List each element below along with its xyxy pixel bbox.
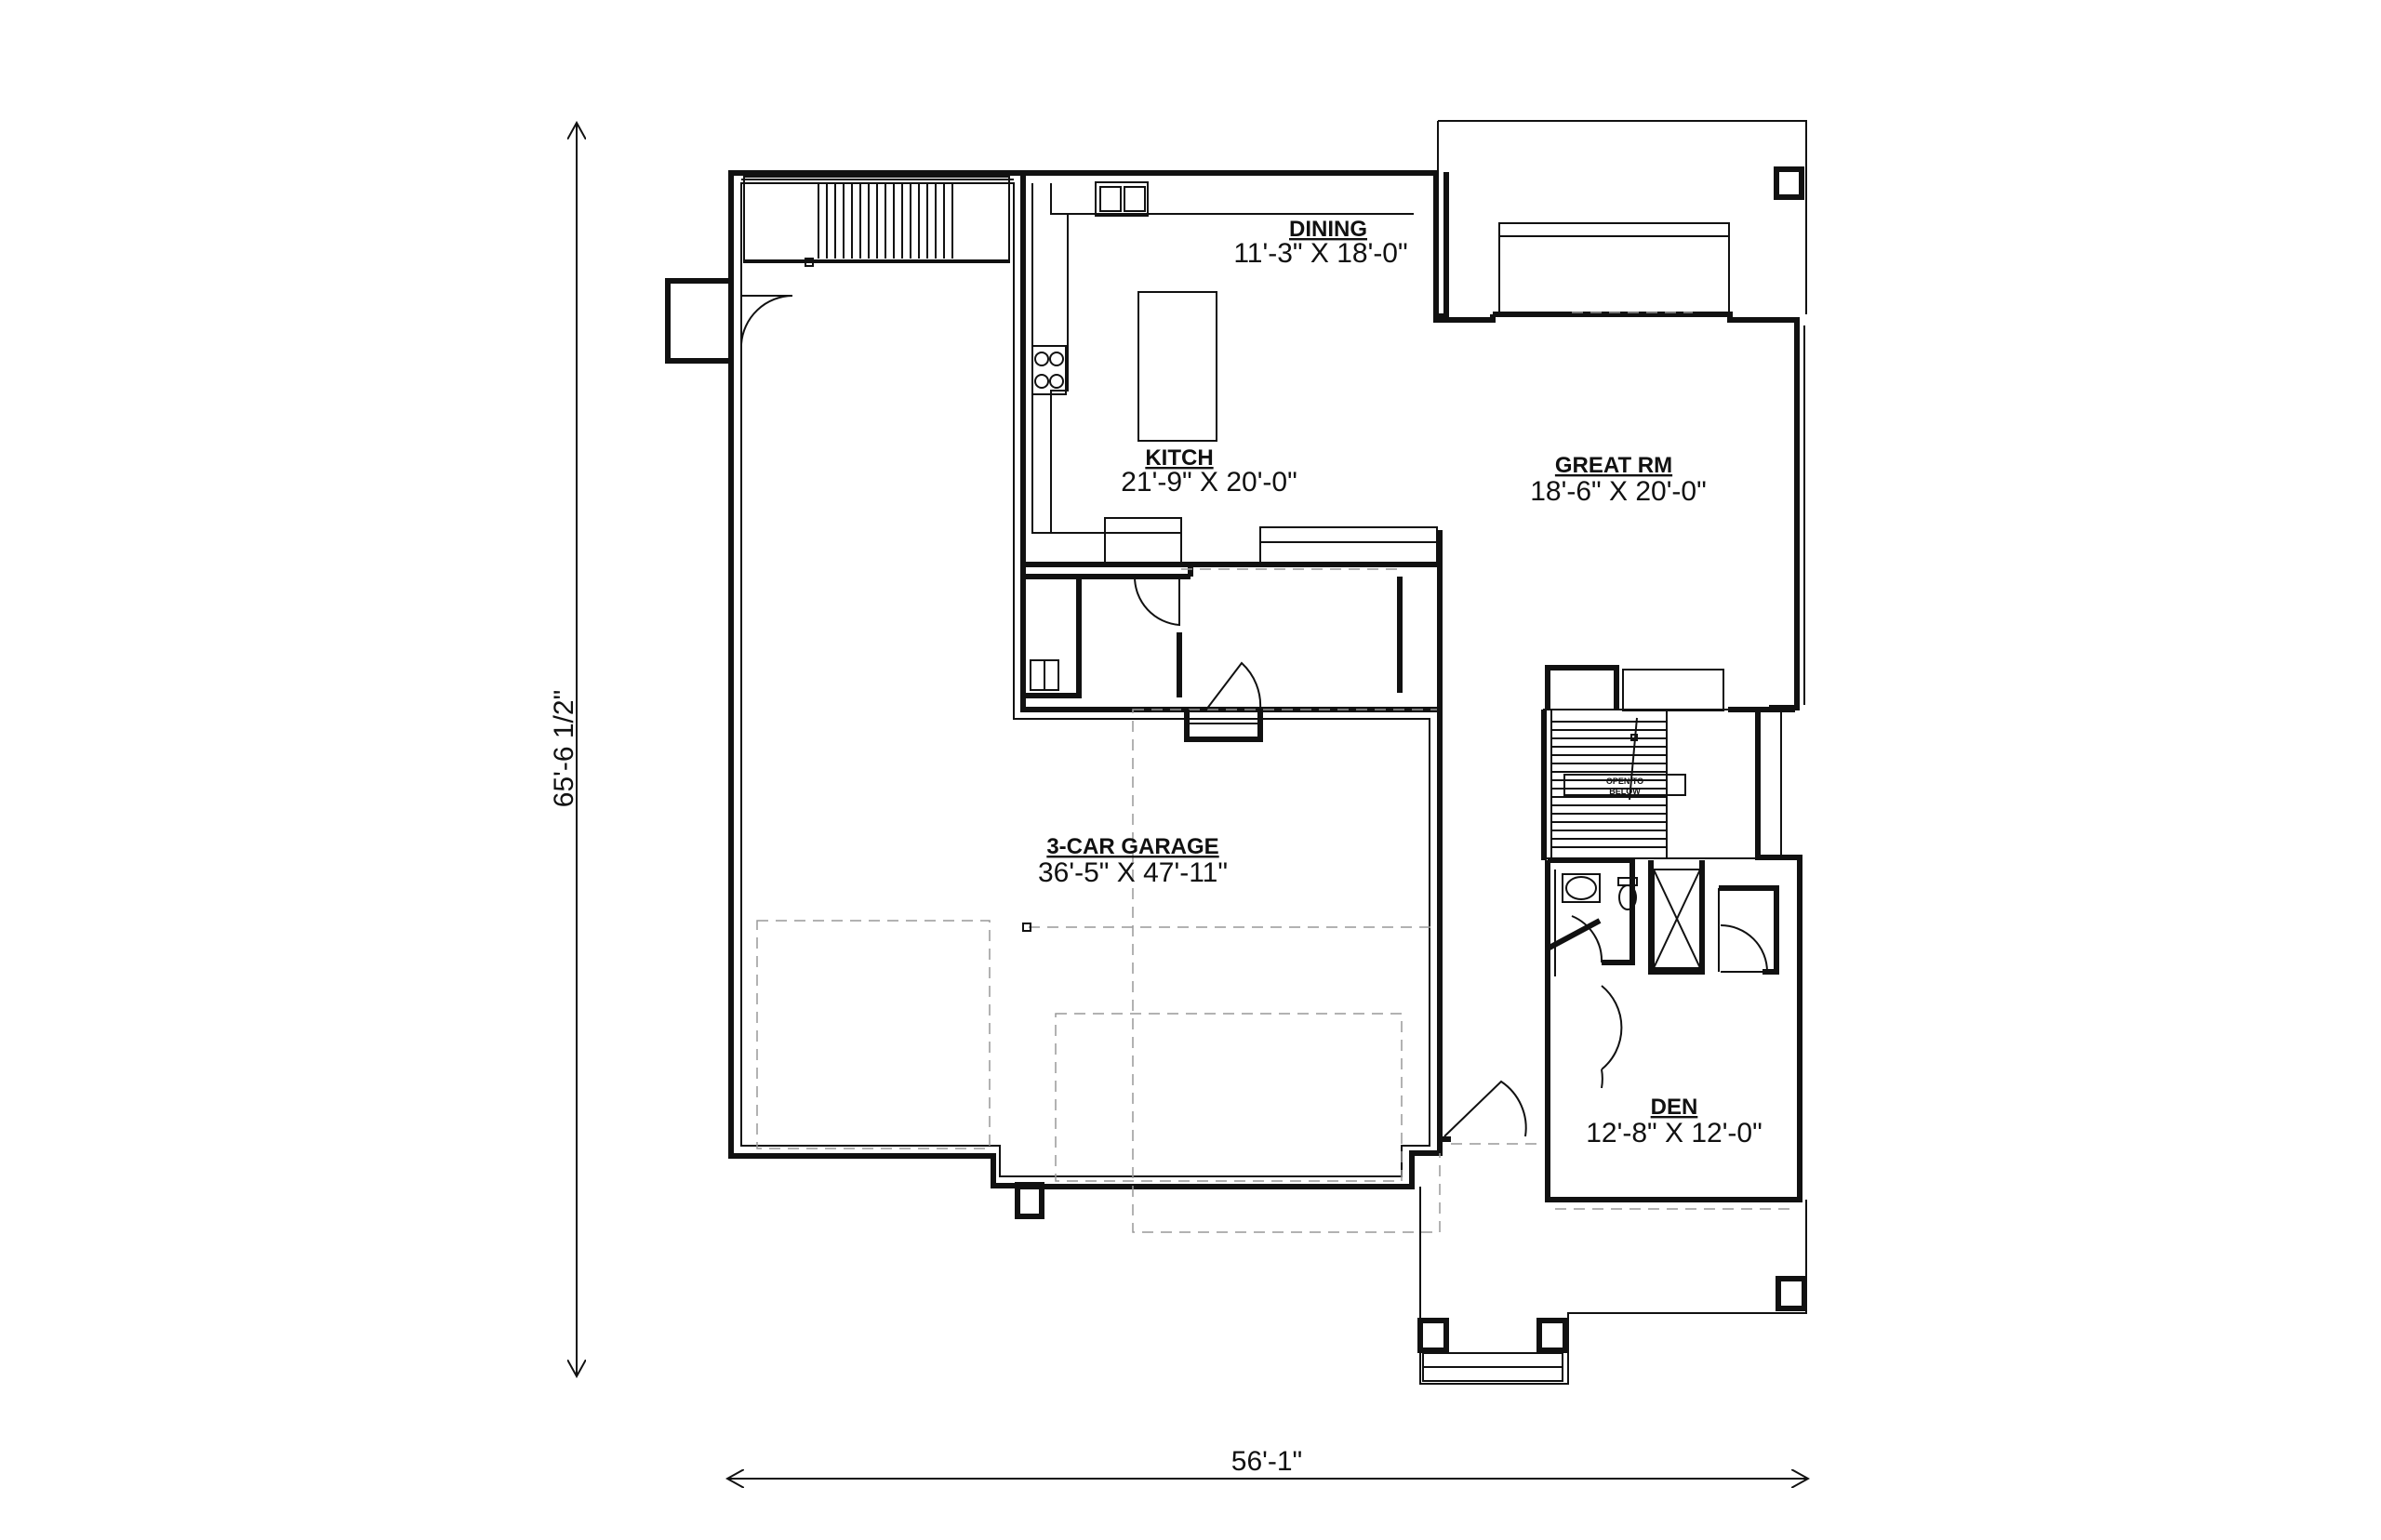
pantry-door — [1133, 576, 1180, 627]
great-room-walls — [1433, 120, 1807, 712]
kitchen-size: 21'-9" X 20'-0" — [1121, 467, 1297, 498]
garage-side-stoop — [665, 278, 731, 364]
garage-stair — [743, 176, 1010, 267]
patio-fireplace — [1498, 222, 1730, 315]
stair-note-line1: OPEN TO — [1606, 777, 1643, 786]
kitchen-counters — [1031, 181, 1438, 570]
garage-size: 36'-5" X 47'-11" — [1038, 857, 1228, 888]
porch-post — [1417, 1318, 1449, 1353]
open-to-below-note — [1563, 774, 1686, 796]
kitchen-counter-south — [1104, 517, 1182, 565]
great-room-name: GREAT RM — [1555, 453, 1672, 478]
stair-bench — [1545, 665, 1619, 710]
dining-name: DINING — [1289, 217, 1367, 242]
dining-size: 11'-3" X 18'-0" — [1233, 238, 1407, 269]
bath-sink — [1565, 876, 1597, 900]
stair-note-line2: BELOW — [1609, 787, 1641, 796]
patio-post — [1774, 166, 1804, 200]
kitchen-island — [1137, 291, 1217, 442]
garage-entry-door — [1205, 661, 1262, 710]
built-in-cabinet — [1259, 526, 1438, 565]
garage-door-left — [756, 920, 991, 1149]
garage-bay-outline — [1132, 709, 1441, 1233]
den-walls — [1437, 707, 1802, 1210]
depth-dimension: 65'-6 1/2" — [549, 690, 579, 807]
cooktop — [1031, 345, 1067, 395]
garage-post — [1015, 1182, 1044, 1219]
front-porch — [1417, 1080, 1807, 1385]
garage-name: 3-CAR GARAGE — [1046, 834, 1218, 859]
garage-door-right — [1055, 1013, 1403, 1182]
closet-door — [1720, 924, 1769, 973]
porch-post — [1536, 1318, 1568, 1353]
great-room-size: 18'-6" X 20'-0" — [1530, 476, 1707, 507]
den-name: DEN — [1651, 1095, 1698, 1120]
porch-post — [1776, 1276, 1807, 1311]
shower — [1653, 869, 1701, 969]
width-dimension: 56'-1" — [1231, 1446, 1302, 1477]
kitchen-name: KITCH — [1145, 445, 1213, 471]
den-size: 12'-8" X 12'-0" — [1586, 1118, 1762, 1148]
main-stair — [1543, 665, 1782, 859]
garage-side-door — [740, 295, 793, 345]
kitchen-sink — [1095, 181, 1149, 217]
